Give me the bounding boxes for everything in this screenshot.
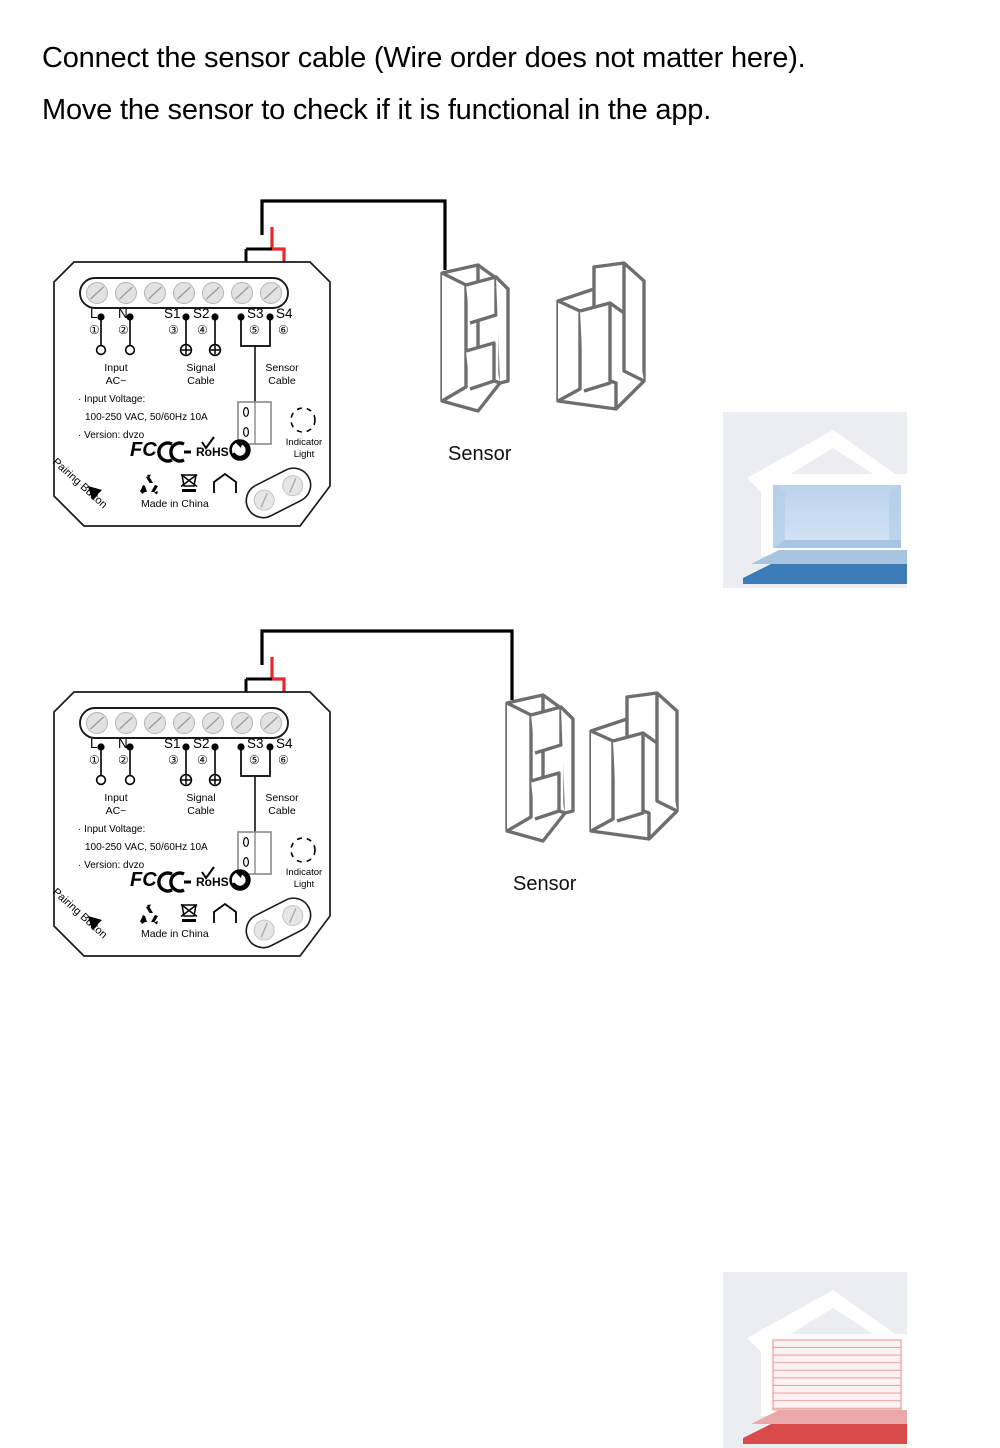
signal-cable-label-line2: Cable: [187, 805, 215, 817]
terminal-letter-s3: S3: [247, 736, 264, 751]
sensor-pieces-open: Sensor: [430, 255, 690, 465]
signal-cable-label-line2: Cable: [187, 375, 215, 387]
terminal-letter-s1: S1: [164, 306, 181, 321]
made-in-china-label: Made in China: [141, 498, 209, 510]
cert-marks-row2: [140, 472, 237, 495]
terminal-number-1: ①: [89, 323, 100, 337]
sensor-piece-right: [589, 691, 679, 841]
terminal-letter-s2: S2: [193, 736, 210, 751]
sensor-piece-left: [440, 263, 510, 413]
indicator-light-label-line2: Light: [293, 449, 315, 460]
terminal-number-2: ②: [118, 323, 129, 337]
sensor-cable-label-line2: Cable: [268, 805, 296, 817]
sensor-piece-left: [505, 693, 575, 843]
svg-text:FC: FC: [130, 439, 157, 461]
sensor-piece-right: [556, 261, 646, 411]
terminal-number-4: ④: [197, 323, 208, 337]
garage-illustration-closed: [723, 1272, 907, 1448]
input-label-line1: Input: [104, 792, 128, 804]
input-label-line2: AC~: [105, 375, 127, 387]
terminal-number-6: ⑥: [278, 323, 289, 337]
terminal-number-5: ⑤: [249, 753, 260, 767]
sensor-pieces-closed: Sensor: [495, 685, 715, 895]
diagram-panel-closed: FC RoHS: [0, 605, 1000, 1448]
made-in-china-label: Made in China: [141, 928, 209, 940]
sensor-label-open: Sensor: [448, 443, 512, 465]
terminal-letter-n: N: [118, 306, 128, 321]
spec-voltage-value: 100-250 VAC, 50/60Hz 10A: [85, 412, 208, 423]
sensor-cable-label-line2: Cable: [268, 375, 296, 387]
indicator-light-label-line2: Light: [293, 879, 315, 890]
spec-voltage-title: · Input Voltage:: [78, 824, 146, 835]
spec-voltage-title: · Input Voltage:: [78, 394, 146, 405]
cert-marks: FC RoHS: [130, 866, 251, 893]
instruction-heading: Connect the sensor cable (Wire order doe…: [42, 32, 962, 136]
terminal-letter-s2: S2: [193, 306, 210, 321]
terminal-screws: [86, 712, 282, 734]
terminal-number-1: ①: [89, 753, 100, 767]
heading-line-2: Move the sensor to check if it is functi…: [42, 94, 712, 126]
terminal-letter-s4: S4: [276, 736, 293, 751]
spec-voltage-value: 100-250 VAC, 50/60Hz 10A: [85, 842, 208, 853]
input-label-line1: Input: [104, 362, 128, 374]
relay-module-closed: FC RoHS: [50, 690, 332, 960]
spec-version: · Version: dvzo: [78, 430, 145, 441]
heading-line-1: Connect the sensor cable (Wire order doe…: [42, 42, 806, 74]
terminal-screws: [86, 282, 282, 304]
sensor-cable-label-line1: Sensor: [265, 362, 299, 374]
module-body: FC RoHS: [53, 261, 331, 527]
terminal-number-2: ②: [118, 753, 129, 767]
terminal-letter-l: L: [90, 306, 98, 321]
sensor-cable-label-line1: Sensor: [265, 792, 299, 804]
terminal-letter-s3: S3: [247, 306, 264, 321]
module-body: FC RoHS: [53, 691, 331, 957]
cert-marks-row2: [140, 902, 237, 925]
spec-version: · Version: dvzo: [78, 860, 145, 871]
terminal-letter-l: L: [90, 736, 98, 751]
terminal-number-3: ③: [168, 323, 179, 337]
svg-text:FC: FC: [130, 869, 157, 891]
signal-cable-label-line1: Signal: [186, 362, 216, 374]
terminal-letter-s4: S4: [276, 306, 293, 321]
terminal-letter-n: N: [118, 736, 128, 751]
diagram-panel-open: FC RoHS: [0, 175, 1000, 588]
garage-illustration-open: [723, 412, 907, 588]
terminal-letter-s1: S1: [164, 736, 181, 751]
terminal-number-5: ⑤: [249, 323, 260, 337]
indicator-light-label-line1: Indicator: [285, 437, 323, 448]
terminal-number-4: ④: [197, 753, 208, 767]
signal-cable-label-line1: Signal: [186, 792, 216, 804]
svg-text:RoHS: RoHS: [196, 875, 229, 889]
terminal-number-3: ③: [168, 753, 179, 767]
cert-marks: FC RoHS: [130, 436, 251, 463]
svg-text:RoHS: RoHS: [196, 445, 229, 459]
indicator-light-label-line1: Indicator: [285, 867, 323, 878]
relay-module-open: FC RoHS: [50, 260, 332, 530]
input-label-line2: AC~: [105, 805, 127, 817]
terminal-number-6: ⑥: [278, 753, 289, 767]
sensor-label-closed: Sensor: [513, 873, 577, 895]
